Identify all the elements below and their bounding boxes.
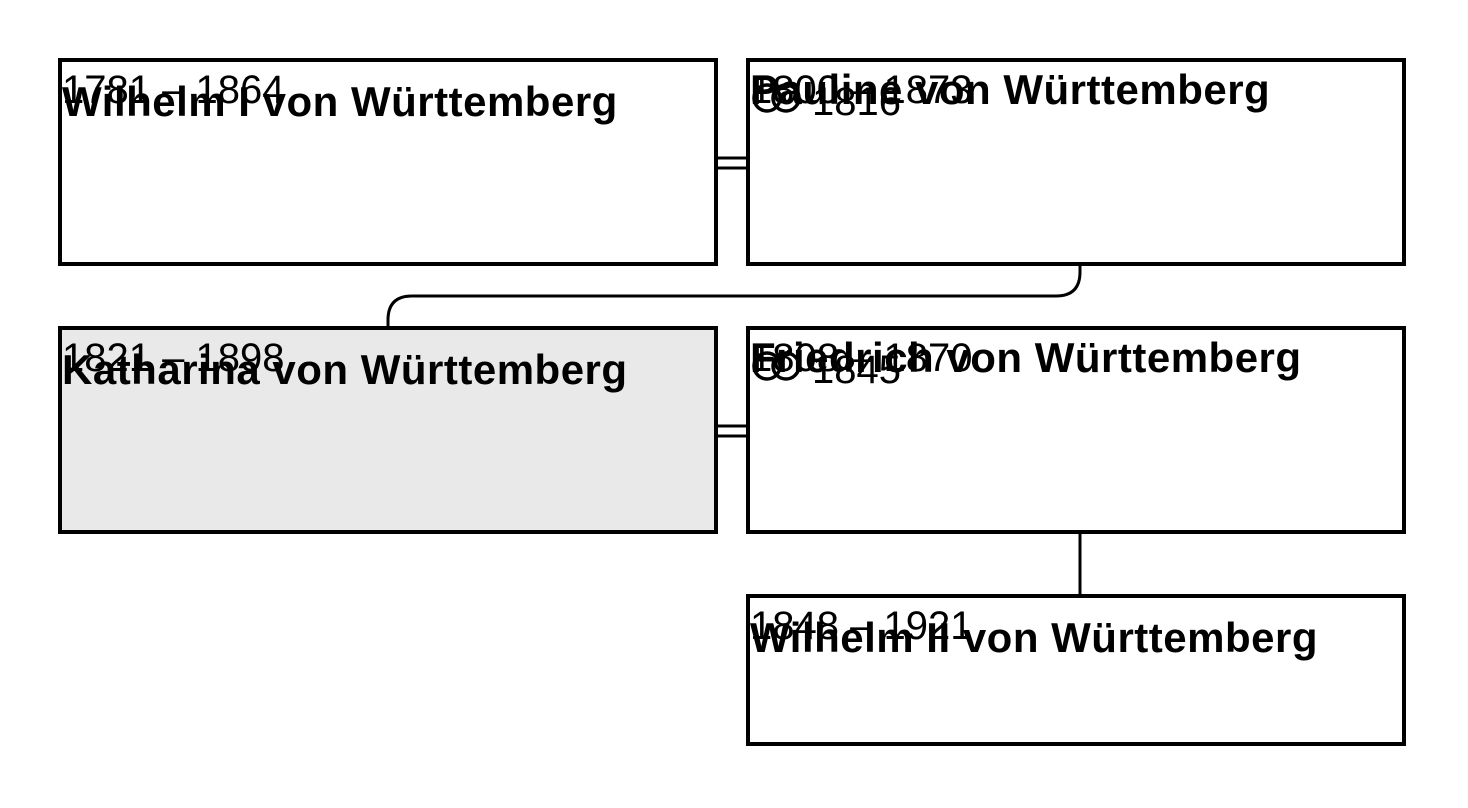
person-box-friedrich[interactable]: 1845 Friedrich von Württemberg 1808 – 18…: [746, 326, 1406, 534]
marriage-connector-1845: [716, 424, 748, 438]
person-box-wilhelm-i[interactable]: Wilhelm I von Württemberg 1781 – 1864: [58, 58, 718, 266]
person-box-wilhelm-ii[interactable]: Wilhelm II von Württemberg 1848 – 1921: [746, 594, 1406, 746]
person-dates: 1848 – 1921: [750, 604, 973, 648]
person-dates: 1781 – 1864: [62, 68, 285, 112]
person-name: Wilhelm I von Württemberg: [62, 78, 618, 125]
marriage-year: 1845: [812, 348, 901, 392]
person-box-pauline[interactable]: 1816 Pauline von Württemberg 1800 – 1873: [746, 58, 1406, 266]
person-name: Pauline von Württemberg: [750, 66, 1271, 113]
person-name: Friedrich von Württemberg: [750, 334, 1302, 381]
person-name: Wilhelm II von Württemberg: [750, 614, 1318, 661]
person-dates: 1808 – 1870: [750, 336, 973, 380]
person-dates: 1800 – 1873: [750, 68, 973, 112]
marriage-info: 1845: [750, 348, 901, 395]
wedding-rings-icon: [750, 79, 804, 124]
person-box-katharina[interactable]: Katharina von Württemberg 1821 – 1898: [58, 326, 718, 534]
marriage-year: 1816: [812, 80, 901, 124]
descent-connector-katharina: [386, 264, 1082, 328]
person-name: Katharina von Württemberg: [62, 346, 628, 393]
marriage-connector-1816: [716, 156, 748, 170]
person-dates: 1821 – 1898: [62, 336, 285, 380]
wedding-rings-icon: [750, 347, 804, 392]
marriage-info: 1816: [750, 80, 901, 127]
